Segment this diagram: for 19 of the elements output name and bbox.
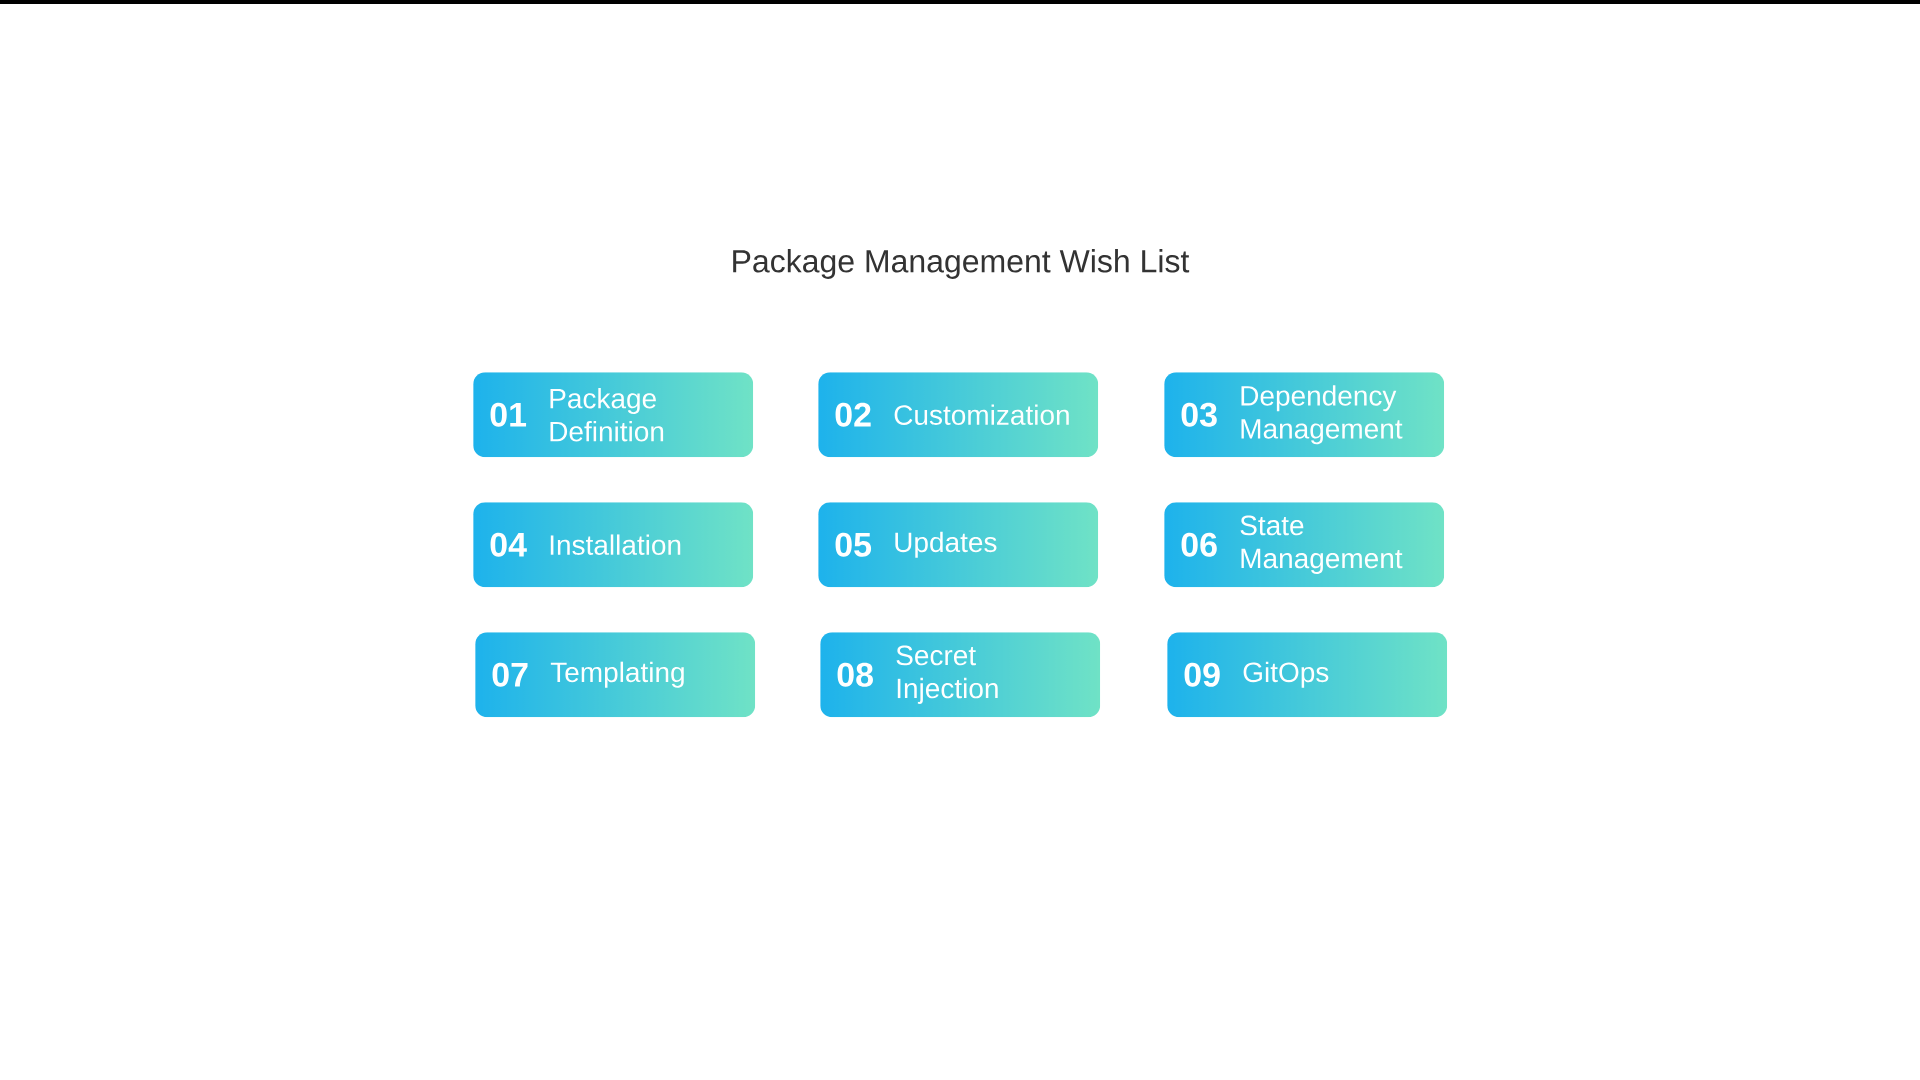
step-number: 07	[492, 662, 528, 687]
item-label: State Management	[1240, 515, 1403, 574]
item-label: Customization	[894, 404, 1069, 425]
item-label: Updates	[895, 531, 997, 558]
step-number: 09	[1184, 662, 1220, 687]
item-label: Templating	[550, 661, 684, 688]
step-number: 06	[1181, 532, 1217, 557]
step-number: 02	[835, 402, 871, 427]
step-number: 05	[835, 532, 872, 557]
item-label: Secret Injection	[896, 645, 998, 704]
title: Package Management Wish List	[733, 249, 1190, 279]
item-label: Dependency Management	[1241, 385, 1403, 445]
step-number: 04	[490, 532, 527, 557]
step-number: 08	[837, 662, 873, 687]
item-label: GitOps	[1243, 661, 1329, 688]
step-number: 03	[1181, 402, 1217, 427]
item-label: Installation	[550, 534, 681, 555]
step-number: 01	[490, 402, 527, 427]
item-label: Package Definition	[550, 387, 664, 442]
